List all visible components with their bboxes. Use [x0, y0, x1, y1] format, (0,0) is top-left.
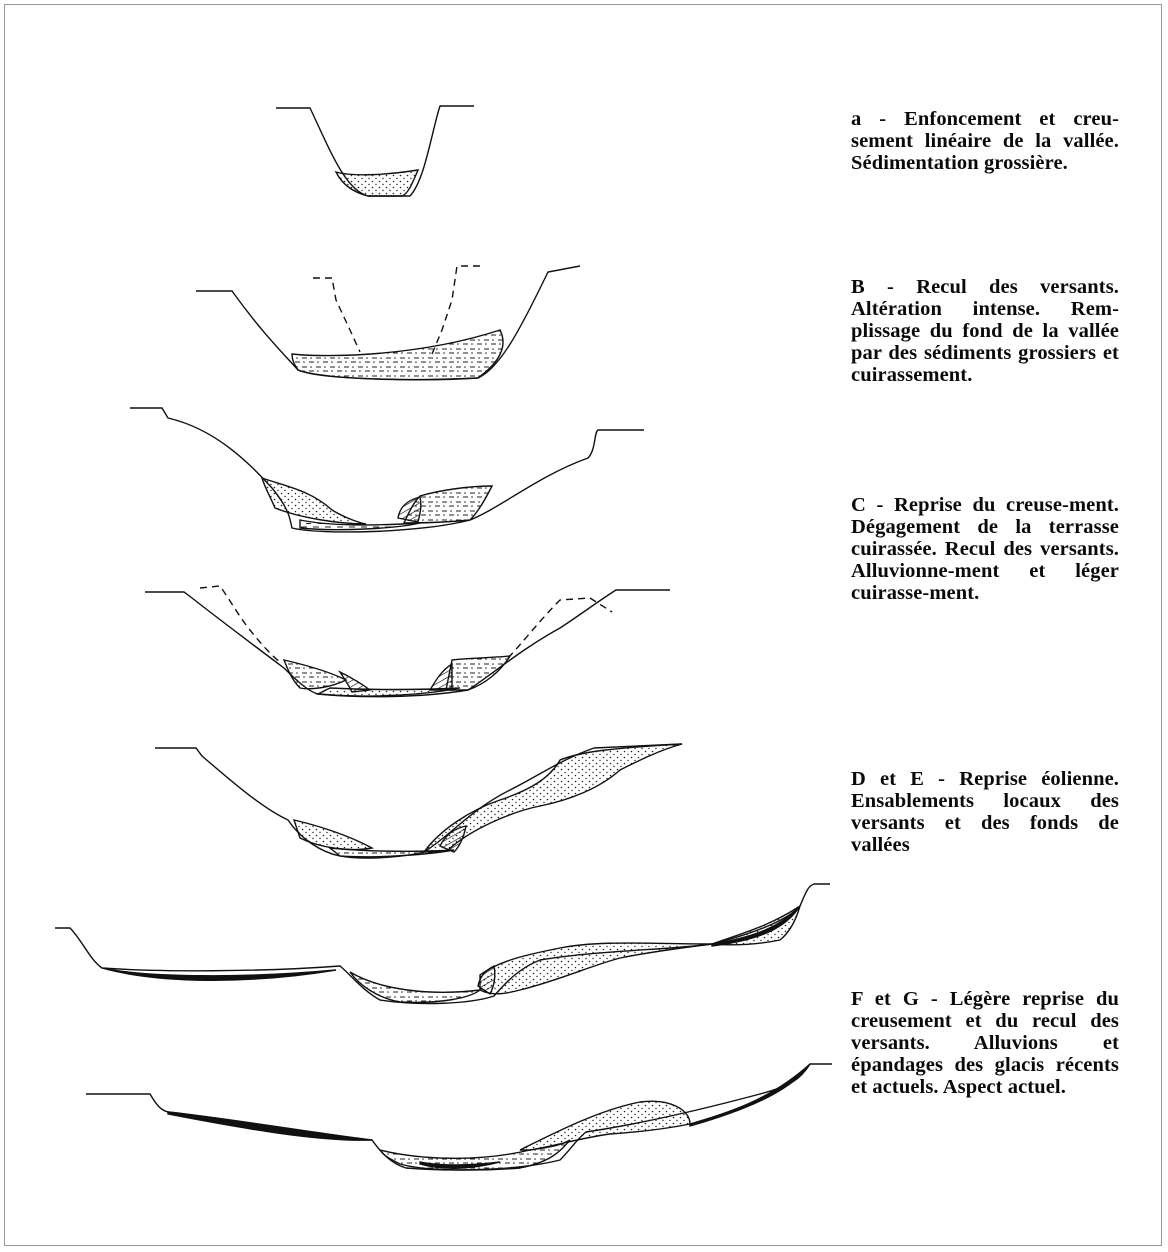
profile-de: [155, 744, 682, 858]
valley-profile-c: [130, 408, 644, 532]
fill-c-bottom: [300, 520, 420, 530]
caption-stage-a: a - Enfoncement et creu-sement linéaire …: [851, 108, 1119, 174]
profile-g: [86, 1064, 832, 1170]
profile-a: [276, 106, 474, 196]
sand-de-left: [294, 820, 372, 850]
hatched-c2-right: [430, 664, 452, 690]
coarse-sediment-a: [336, 170, 418, 196]
hatched-c: [398, 497, 421, 522]
valley-profile-c2: [145, 590, 670, 697]
sand-g-right: [520, 1101, 690, 1150]
former-slope-c2-left: [200, 586, 280, 662]
profile-c: [130, 408, 644, 532]
valley-fill-b: [292, 330, 503, 380]
crust-g-left: [168, 1112, 372, 1140]
profile-b: [196, 266, 580, 380]
fill-f-bottom: [350, 972, 480, 1002]
caption-stage-de: D et E - Reprise éolienne. Ensablements …: [851, 768, 1119, 856]
sand-f-middle: [480, 943, 712, 994]
caption-stage-fg: F et G - Légère reprise du creusement et…: [851, 988, 1119, 1098]
profile-c2: [145, 586, 670, 697]
terrace-c-left: [262, 478, 366, 524]
profile-f: [55, 884, 830, 1003]
caption-stage-b: B - Recul des versants. Altération inten…: [851, 276, 1119, 386]
crust-g-right: [690, 1064, 810, 1126]
fill-c2-left: [284, 660, 346, 689]
sand-f-right: [712, 906, 800, 945]
fill-c2-bottom: [318, 688, 460, 696]
former-slope-b: [313, 278, 360, 352]
fill-c2-right: [446, 656, 510, 690]
caption-stage-c: C - Reprise du creuse-ment. Dégagement d…: [851, 494, 1119, 604]
